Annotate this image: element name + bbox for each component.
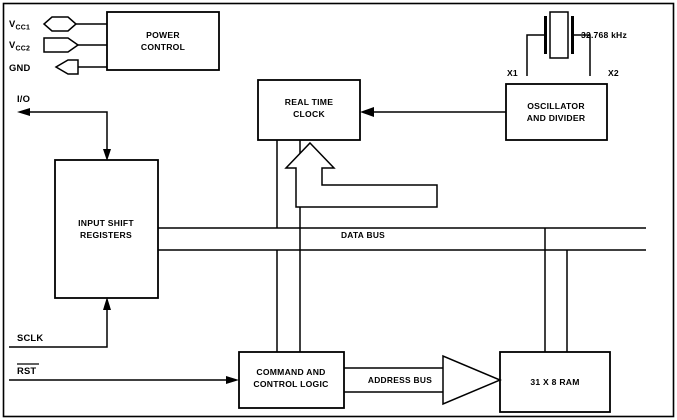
oscillator-label-line1: OSCILLATOR (527, 101, 585, 111)
gnd-pin-symbol (54, 59, 79, 75)
vcc1-pin-label: VCC1 (9, 18, 30, 32)
power-control-label-line2: CONTROL (141, 42, 185, 52)
ram-label: 31 X 8 RAM (530, 377, 579, 387)
rtc-label-line2: CLOCK (293, 109, 325, 119)
address-bus-label: ADDRESS BUS (368, 375, 432, 385)
rtc-label-line1: REAL TIME (285, 97, 333, 107)
crystal-left-plate (544, 16, 547, 54)
data-bus-label: DATA BUS (341, 230, 385, 240)
crystal-right-plate (571, 16, 574, 54)
vcc1-pin-symbol (42, 16, 78, 32)
crystal-body (549, 11, 569, 59)
io-into-shift-registers-arrowhead (103, 149, 111, 161)
oscillator-label-line2: AND DIVIDER (527, 113, 586, 123)
real-time-clock-block (257, 79, 361, 141)
power-control-block (106, 11, 220, 71)
io-pin-label: I/O (17, 93, 30, 104)
command-logic-label-line2: CONTROL LOGIC (253, 379, 328, 389)
rst-pin-label: RST (17, 365, 36, 376)
oscillator-and-divider-block (505, 83, 608, 141)
shift-registers-label-line1: INPUT SHIFT (78, 218, 134, 228)
io-arrowhead (17, 108, 30, 116)
power-control-label-line1: POWER (146, 30, 180, 40)
x2-node-label: X2 (608, 68, 619, 78)
input-shift-registers-block (54, 159, 159, 299)
vcc2-pin-symbol (43, 37, 80, 53)
sclk-pin-label: SCLK (17, 332, 43, 343)
crystal-lead-x2 (574, 34, 591, 76)
rst-arrowhead (226, 376, 239, 384)
crystal-lead-x1 (526, 34, 544, 76)
address-bus-arrowhead (442, 354, 502, 406)
sclk-wire (9, 307, 108, 348)
gnd-pin-label: GND (9, 62, 30, 73)
oscillator-to-rtc-arrowhead (360, 107, 374, 117)
x1-node-label: X1 (507, 68, 518, 78)
data-bus-to-rtc-block-arrow (284, 141, 438, 208)
io-wire (29, 111, 108, 153)
shift-registers-label-line2: REGISTERS (80, 230, 132, 240)
crystal-frequency-label: 32.768 kHz (581, 30, 627, 40)
sclk-arrowhead (103, 297, 111, 310)
command-logic-label-line1: COMMAND AND (256, 367, 325, 377)
ram-block (499, 351, 611, 413)
command-control-logic-block (238, 351, 345, 409)
vcc2-pin-label: VCC2 (9, 39, 30, 53)
